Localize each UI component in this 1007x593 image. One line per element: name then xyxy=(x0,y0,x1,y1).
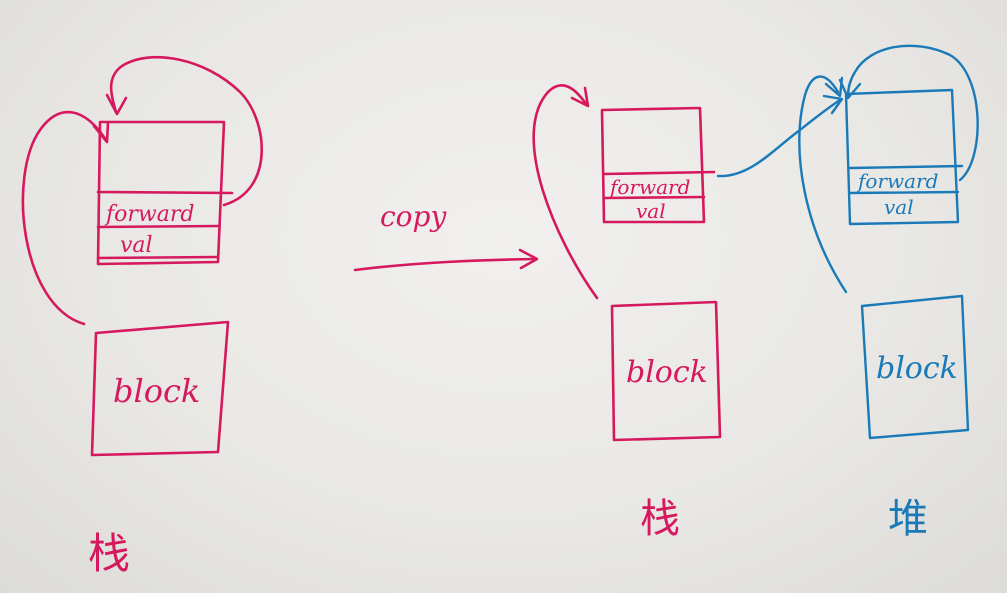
left-stack-group: forward val block 栈 xyxy=(21,55,264,578)
middle-forward-bottom-line xyxy=(602,195,706,200)
right-forward-label: forward xyxy=(856,169,938,193)
middle-forward-top-line xyxy=(602,170,716,176)
right-forward-self-arrow xyxy=(846,44,979,182)
middle-forward-label: forward xyxy=(608,175,690,199)
right-val-label: val xyxy=(884,195,914,219)
middle-stack-group: forward val block 栈 xyxy=(532,84,722,542)
right-block-label: block xyxy=(876,351,958,386)
right-heap-group: forward val block 堆 xyxy=(798,44,979,542)
middle-block-box xyxy=(610,300,722,442)
right-block-pointer-arrowhead xyxy=(824,76,844,98)
left-forward-top-line xyxy=(96,190,234,195)
right-forward-bottom-line xyxy=(848,190,960,195)
right-struct-box xyxy=(844,88,960,226)
left-val-bottom-line xyxy=(96,255,220,260)
left-block-pointer-arrowhead xyxy=(92,120,110,144)
middle-forward-to-heap-arrow xyxy=(716,98,842,178)
right-block-box xyxy=(860,294,970,440)
left-forward-label: forward xyxy=(104,202,194,227)
left-forward-bottom-line xyxy=(96,224,220,229)
left-forward-self-arrowhead xyxy=(105,93,128,116)
left-region-label: 栈 xyxy=(88,529,130,578)
left-val-label: val xyxy=(120,233,153,258)
right-forward-top-line xyxy=(848,164,964,170)
copy-arrow-group: copy xyxy=(353,200,539,272)
left-struct-box xyxy=(96,120,226,266)
middle-block-label: block xyxy=(626,355,708,390)
middle-block-pointer-arrowhead xyxy=(570,86,590,108)
left-block-pointer-arrow xyxy=(21,110,108,326)
left-forward-self-arrow xyxy=(109,55,264,207)
copy-arrow-line xyxy=(353,257,538,272)
middle-region-label: 栈 xyxy=(640,496,680,542)
copy-label: copy xyxy=(380,200,447,233)
copy-arrow-head xyxy=(518,248,539,270)
middle-val-label: val xyxy=(636,199,666,223)
left-block-label: block xyxy=(113,372,200,410)
middle-block-pointer-arrow xyxy=(532,84,599,300)
middle-forward-to-heap-arrowhead xyxy=(822,94,844,115)
middle-struct-box xyxy=(600,106,706,224)
left-block-box xyxy=(90,320,230,457)
right-region-label: 堆 xyxy=(888,496,928,542)
right-block-pointer-arrow xyxy=(798,75,848,294)
right-forward-self-arrowhead xyxy=(838,78,862,100)
